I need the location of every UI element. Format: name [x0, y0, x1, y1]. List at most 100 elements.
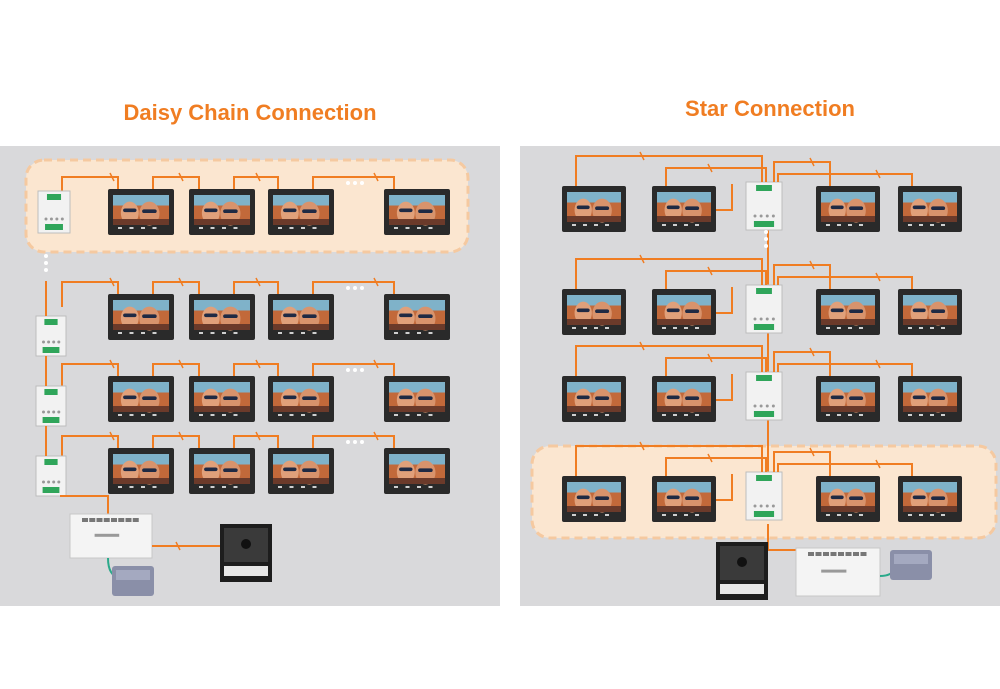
cable-break-mark [809, 260, 815, 270]
bus-cable [61, 176, 119, 197]
indoor-monitor [652, 186, 716, 232]
switch-port [830, 552, 837, 556]
indoor-monitor [268, 448, 334, 494]
bus-cable [665, 167, 767, 186]
cable-break-mark [178, 172, 184, 182]
switch-brand [821, 569, 847, 573]
cable-break-mark [639, 341, 645, 351]
switch-port [111, 518, 117, 522]
indoor-monitor [562, 186, 626, 232]
ellipsis-dot [44, 254, 48, 258]
cable-break-mark [373, 359, 379, 369]
indoor-monitor [652, 476, 716, 522]
cable-break-mark [255, 359, 261, 369]
indoor-monitor [189, 376, 255, 422]
switch-port [125, 518, 132, 522]
bus-cable [152, 176, 200, 189]
cable-break-mark [178, 359, 184, 369]
cable-break-mark [255, 172, 261, 182]
video-distributor [745, 181, 783, 231]
ellipsis-dot [353, 181, 357, 185]
bus-cable [152, 363, 200, 376]
switch-port [89, 518, 96, 522]
switch-port [103, 518, 110, 522]
bus-cable [61, 281, 119, 307]
bus-cable [312, 435, 395, 448]
bus-cable [61, 363, 119, 389]
camera-lens [737, 557, 747, 567]
cable-break-mark [875, 359, 881, 369]
cable-break-mark [255, 431, 261, 441]
indoor-monitor [898, 476, 962, 522]
indoor-monitor [108, 376, 174, 422]
bus-cable [152, 435, 200, 448]
indoor-monitor [652, 289, 716, 335]
cable-break-mark [809, 157, 815, 167]
cable-break-mark [875, 169, 881, 179]
daisy-chain-panel [0, 146, 500, 606]
video-distributor [745, 284, 783, 334]
cable-break-mark [707, 266, 713, 276]
indoor-monitor [384, 376, 450, 422]
bus-cable [233, 281, 279, 294]
door-station-label [720, 584, 764, 594]
bus-cable [233, 435, 279, 448]
cable-break-mark [109, 277, 115, 287]
indoor-monitor [384, 448, 450, 494]
bus-cable [312, 281, 395, 294]
cable-break-mark [707, 353, 713, 363]
switch-port [82, 518, 88, 522]
bus-cable [152, 281, 200, 294]
cable-break-mark [373, 172, 379, 182]
bus-cable [777, 276, 913, 289]
ellipsis-dot [346, 286, 350, 290]
switch-port [118, 518, 125, 522]
bus-cable [665, 457, 767, 476]
bus-cable [575, 155, 763, 186]
switch-port [838, 552, 844, 556]
cable-break-mark [178, 277, 184, 287]
ellipsis-dot [764, 230, 768, 234]
camera-lens [241, 539, 251, 549]
bus-cable [777, 173, 913, 186]
star-connection-panel [520, 146, 1000, 606]
bus-cable [60, 495, 109, 516]
switch-port [815, 552, 822, 556]
switch-port [845, 552, 852, 556]
switch-port [853, 552, 859, 556]
bus-cable [233, 363, 279, 376]
cable-break-mark [109, 359, 115, 369]
ellipsis-dot [346, 440, 350, 444]
switch-brand [94, 533, 120, 537]
cable-break-mark [809, 347, 815, 357]
indoor-monitor [108, 294, 174, 340]
indoor-monitor [816, 186, 880, 232]
indoor-monitor [652, 376, 716, 422]
indoor-monitor [816, 289, 880, 335]
bus-cable [665, 357, 767, 376]
ellipsis-dot [764, 244, 768, 248]
indoor-monitor [898, 186, 962, 232]
indoor-monitor [816, 376, 880, 422]
ellipsis-dot [360, 368, 364, 372]
cable-break-mark [809, 447, 815, 457]
ellipsis-dot [44, 261, 48, 265]
daisy-chain-diagram [24, 158, 470, 596]
door-station-label [224, 566, 268, 576]
indoor-monitor [268, 294, 334, 340]
indoor-monitor [898, 376, 962, 422]
star-connection-diagram [530, 151, 998, 600]
switch-port [132, 518, 139, 522]
power-supply-top [894, 554, 928, 564]
indoor-monitor [562, 376, 626, 422]
cable-break-mark [178, 431, 184, 441]
ellipsis-dot [353, 286, 357, 290]
indoor-monitor [384, 294, 450, 340]
video-distributor [35, 455, 67, 497]
bus-cable [716, 287, 733, 314]
bus-cable [716, 474, 733, 501]
indoor-monitor [268, 189, 334, 235]
ellipsis-dot [360, 286, 364, 290]
daisy-chain-title: Daisy Chain Connection [123, 100, 377, 125]
bus-cable [716, 374, 733, 401]
